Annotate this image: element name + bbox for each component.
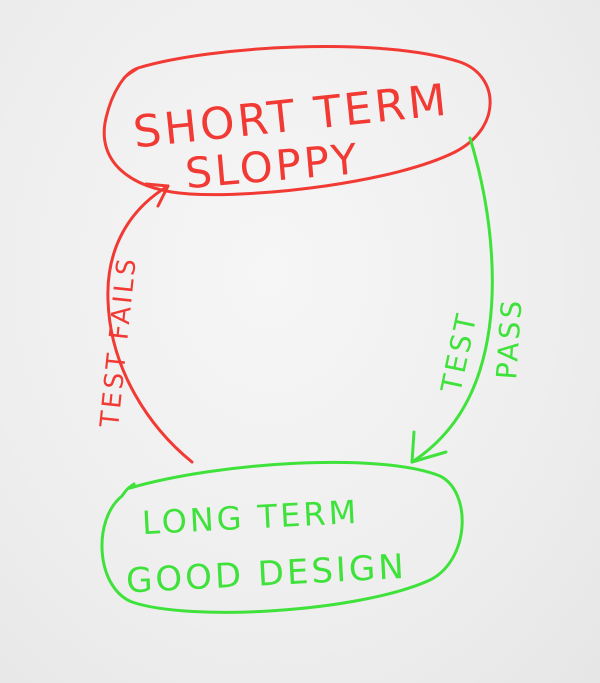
test-pass-arrowhead <box>410 430 448 464</box>
test-fails-arrowhead <box>144 182 170 208</box>
short-term-ellipse <box>102 45 492 197</box>
long-term-line2: GOOD DESIGN <box>125 547 408 602</box>
long-term-line1: LONG TERM <box>141 493 360 542</box>
test-fails-arrow-line <box>106 184 194 464</box>
test-pass-arrow-line <box>410 136 494 464</box>
node-short-term: SHORT TERM SLOPPY <box>102 45 492 198</box>
edge-test-fails: TEST FAILS <box>95 182 194 464</box>
test-pass-label-line2: PASS <box>490 297 529 381</box>
long-term-ellipse <box>100 460 464 614</box>
node-long-term: LONG TERM GOOD DESIGN <box>100 460 464 614</box>
test-fails-label: TEST FAILS <box>95 255 143 430</box>
edge-test-pass: TEST PASS <box>410 136 529 464</box>
